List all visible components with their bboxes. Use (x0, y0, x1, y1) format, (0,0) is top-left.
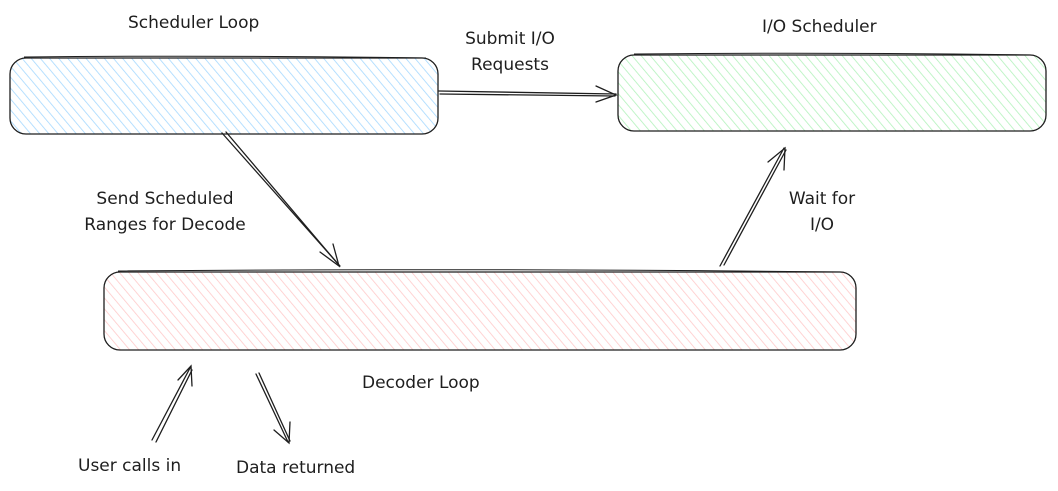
io-scheduler-label: I/O Scheduler (762, 17, 877, 37)
decoder-loop-label: Decoder Loop (362, 373, 480, 393)
io-scheduler-box (617, 52, 1047, 132)
send-ranges-label-line2: Ranges for Decode (84, 215, 246, 235)
submit-io-label-line1: Submit I/O (465, 29, 555, 49)
scheduler-loop-box (9, 55, 439, 135)
send-ranges-arrow (221, 131, 341, 268)
submit-io-label-line2: Requests (471, 55, 549, 75)
send-ranges-label: Send Scheduled Ranges for Decode (60, 186, 270, 238)
data-returned-arrow (255, 372, 291, 445)
submit-io-arrow (438, 85, 618, 103)
wait-io-label-line2: I/O (809, 215, 835, 235)
user-calls-label: User calls in (78, 456, 182, 476)
submit-io-label: Submit I/O Requests (440, 26, 580, 78)
data-returned-label: Data returned (236, 458, 356, 478)
wait-io-label: Wait for I/O (772, 186, 872, 238)
decoder-loop-box (103, 269, 857, 351)
send-ranges-label-line1: Send Scheduled (96, 189, 234, 209)
wait-io-label-line1: Wait for (788, 189, 856, 209)
user-calls-arrow (151, 364, 193, 443)
scheduler-loop-label: Scheduler Loop (128, 13, 260, 33)
wait-io-arrow (719, 146, 787, 267)
